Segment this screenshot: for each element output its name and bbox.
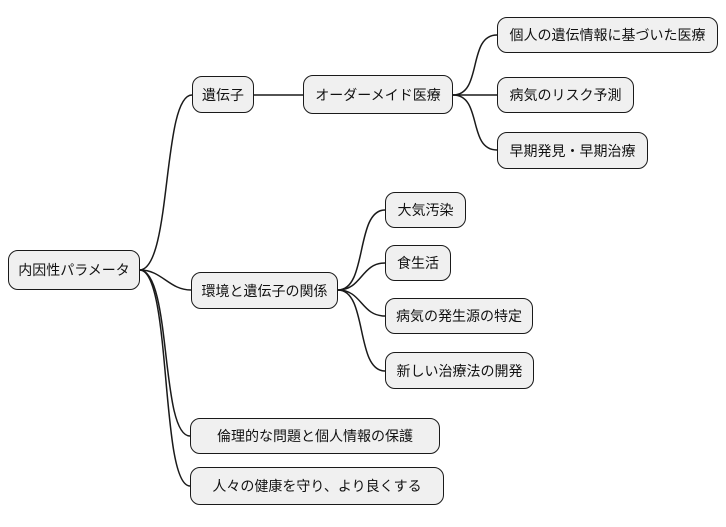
node-disease-source-identification[interactable]: 病気の発生源の特定 (385, 298, 533, 334)
edge-environment-diet (337, 262, 386, 291)
edge-environment-air (337, 209, 386, 291)
node-genes[interactable]: 遺伝子 (192, 76, 254, 113)
node-disease-risk-prediction[interactable]: 病気のリスク予測 (497, 77, 634, 113)
edge-root-health (139, 269, 191, 487)
node-ethics-privacy-protection[interactable]: 倫理的な問題と個人情報の保護 (190, 418, 440, 454)
node-diet[interactable]: 食生活 (385, 245, 451, 281)
edge-root-genes (139, 94, 193, 271)
node-tailored-medicine[interactable]: オーダーメイド医療 (303, 75, 453, 114)
node-protect-improve-health[interactable]: 人々の健康を守り、より良くする (190, 467, 444, 505)
node-new-treatment-development[interactable]: 新しい治療法の開発 (385, 352, 534, 389)
node-personal-genetic-medicine[interactable]: 個人の遺伝情報に基づいた医療 (497, 17, 718, 53)
node-root[interactable]: 内因性パラメータ (8, 250, 140, 290)
node-environment-gene-relation[interactable]: 環境と遺伝子の関係 (191, 272, 338, 309)
node-air-pollution[interactable]: 大気汚染 (385, 192, 466, 228)
edge-environment-source (337, 289, 386, 317)
node-early-detection-treatment[interactable]: 早期発見・早期治療 (497, 132, 648, 169)
edge-environment-newtreatment (337, 289, 386, 372)
edge-tailored-early (452, 94, 498, 151)
edge-tailored-personal (452, 34, 498, 96)
edge-root-environment (139, 269, 192, 291)
edge-root-ethics (139, 269, 191, 437)
